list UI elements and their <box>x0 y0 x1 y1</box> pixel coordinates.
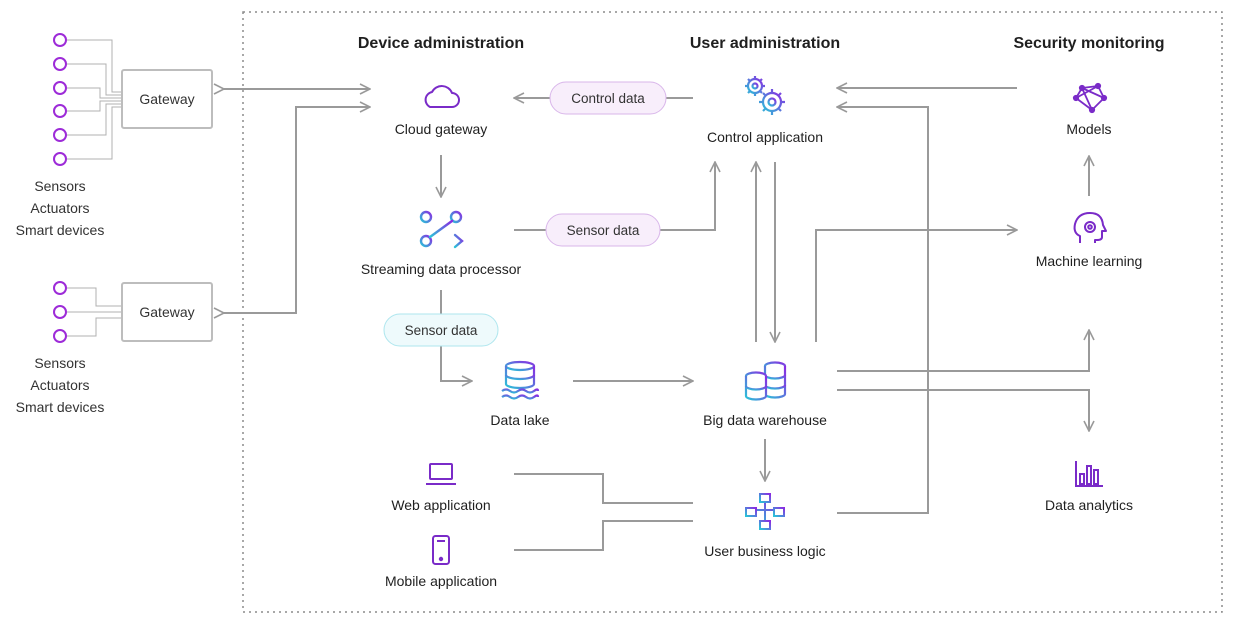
device-node-icon <box>53 104 67 118</box>
sensor-data-label: Sensor data <box>567 223 640 238</box>
models-label: Models <box>1066 121 1111 137</box>
warehouse-to-security <box>837 330 1089 372</box>
device-type-label: Actuators <box>30 377 89 393</box>
mobile-application-node: Mobile application <box>385 535 497 589</box>
header-user-administration: User administration <box>690 35 840 52</box>
models-node: Models <box>1066 82 1112 137</box>
database-waves-icon <box>501 360 540 400</box>
sensor-data-pill-1: Sensor data <box>545 213 661 247</box>
warehouse-to-analytics <box>837 389 1089 431</box>
machine-learning-node: Machine learning <box>1036 212 1143 269</box>
machine-learning-label: Machine learning <box>1036 253 1143 269</box>
gateway-label: Gateway <box>139 91 194 107</box>
gateway-label: Gateway <box>139 304 194 320</box>
web-to-logic <box>514 473 693 504</box>
bar-chart-icon <box>1075 461 1103 487</box>
device-group-2: Gateway Sensors Actuators Smart devices <box>16 281 213 415</box>
user-business-logic-node: User business logic <box>704 493 826 559</box>
header-security-monitoring: Security monitoring <box>1013 35 1164 52</box>
gears-icon <box>745 76 785 115</box>
connectors <box>224 88 1089 551</box>
device-node-icon <box>53 57 67 71</box>
cloud-icon <box>424 85 460 108</box>
logic-to-control <box>837 107 929 514</box>
platform-boundary <box>242 11 1223 613</box>
big-data-warehouse-label: Big data warehouse <box>703 412 827 428</box>
flowchart-icon <box>745 493 785 530</box>
device-group-1: Gateway Sensors Actuators Smart devices <box>16 33 213 238</box>
data-lake-label: Data lake <box>490 412 549 428</box>
control-data-label: Control data <box>571 91 645 106</box>
control-data-pill: Control data <box>549 81 667 115</box>
device-type-label: Sensors <box>34 178 85 194</box>
smartphone-icon <box>432 535 450 565</box>
sensor-data-label: Sensor data <box>405 323 478 338</box>
device-node-icon <box>53 128 67 142</box>
streaming-icon <box>419 210 464 249</box>
cloud-gateway-label: Cloud gateway <box>395 121 488 137</box>
device-node-icon <box>53 81 67 95</box>
data-lake-node: Data lake <box>490 360 550 428</box>
device-type-label: Actuators <box>30 200 89 216</box>
device-node-icon <box>53 152 67 166</box>
mobile-application-label: Mobile application <box>385 573 497 589</box>
sensor-data-pill-2: Sensor data <box>383 313 499 347</box>
warehouse-to-ml <box>815 230 1017 342</box>
streaming-node: Streaming data processor <box>361 210 522 277</box>
header-device-administration: Device administration <box>358 35 524 52</box>
user-business-logic-label: User business logic <box>704 543 825 559</box>
device-node-icon <box>53 305 67 319</box>
device-type-label: Smart devices <box>16 222 105 238</box>
network-model-icon <box>1072 82 1108 114</box>
device-node-icon <box>53 329 67 343</box>
streaming-label: Streaming data processor <box>361 261 522 277</box>
web-application-label: Web application <box>391 497 490 513</box>
web-application-node: Web application <box>391 463 491 513</box>
data-analytics-node: Data analytics <box>1045 461 1133 513</box>
gateway-box <box>121 282 213 342</box>
gateway2-cloud-link <box>224 107 370 313</box>
laptop-icon <box>426 463 456 485</box>
cloud-gateway-node: Cloud gateway <box>395 85 488 137</box>
mobile-to-logic <box>514 520 693 551</box>
control-application-node: Control application <box>707 76 823 145</box>
gateway-box <box>121 69 213 129</box>
control-application-label: Control application <box>707 129 823 145</box>
ai-head-icon <box>1073 212 1107 243</box>
database-stack-icon <box>744 361 787 401</box>
data-analytics-label: Data analytics <box>1045 497 1133 513</box>
big-data-warehouse-node: Big data warehouse <box>703 361 827 428</box>
device-type-label: Sensors <box>34 355 85 371</box>
device-node-icon <box>53 281 67 295</box>
device-node-icon <box>53 33 67 47</box>
device-type-label: Smart devices <box>16 399 105 415</box>
